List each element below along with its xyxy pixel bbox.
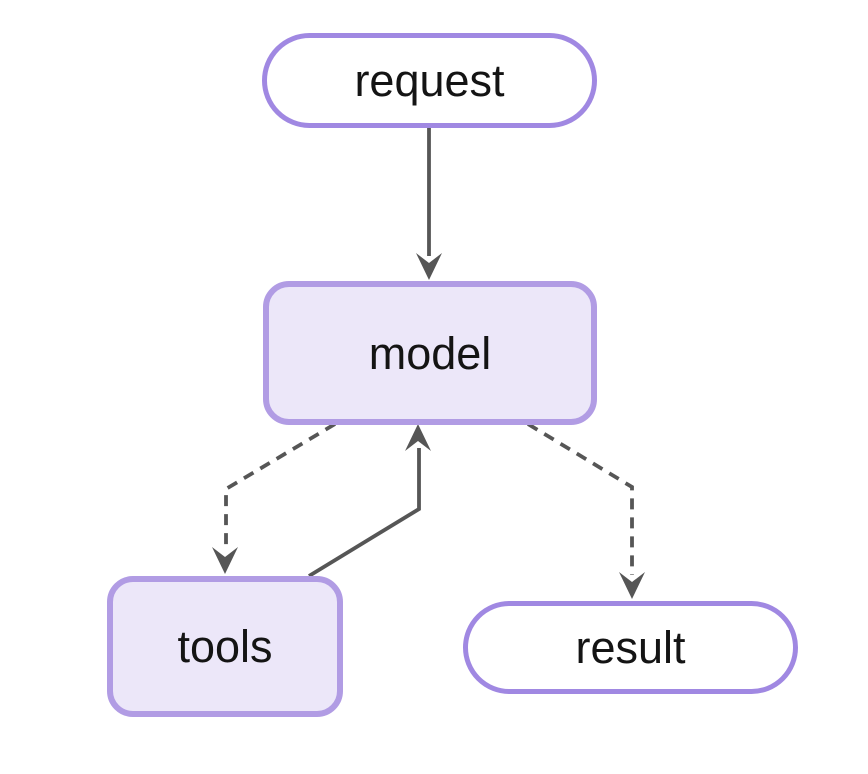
edge-tools-to-model <box>308 448 421 578</box>
node-request: request <box>262 33 597 128</box>
node-request-label: request <box>354 55 505 106</box>
node-tools-label: tools <box>177 621 273 672</box>
node-result-label: result <box>575 622 686 673</box>
arrowhead-model-to-result-down-icon <box>619 572 645 599</box>
arrowhead-model-to-tools-down-icon <box>212 547 238 574</box>
node-result: result <box>463 601 798 694</box>
arrowhead-tools-to-model-up-icon <box>405 424 431 451</box>
edge-model-to-result <box>527 422 634 575</box>
edge-model-to-tools <box>224 422 336 551</box>
node-tools: tools <box>107 576 343 717</box>
node-model-label: model <box>368 327 492 379</box>
arrowhead-request-to-model-down-icon <box>416 253 442 280</box>
node-model: model <box>263 281 597 425</box>
